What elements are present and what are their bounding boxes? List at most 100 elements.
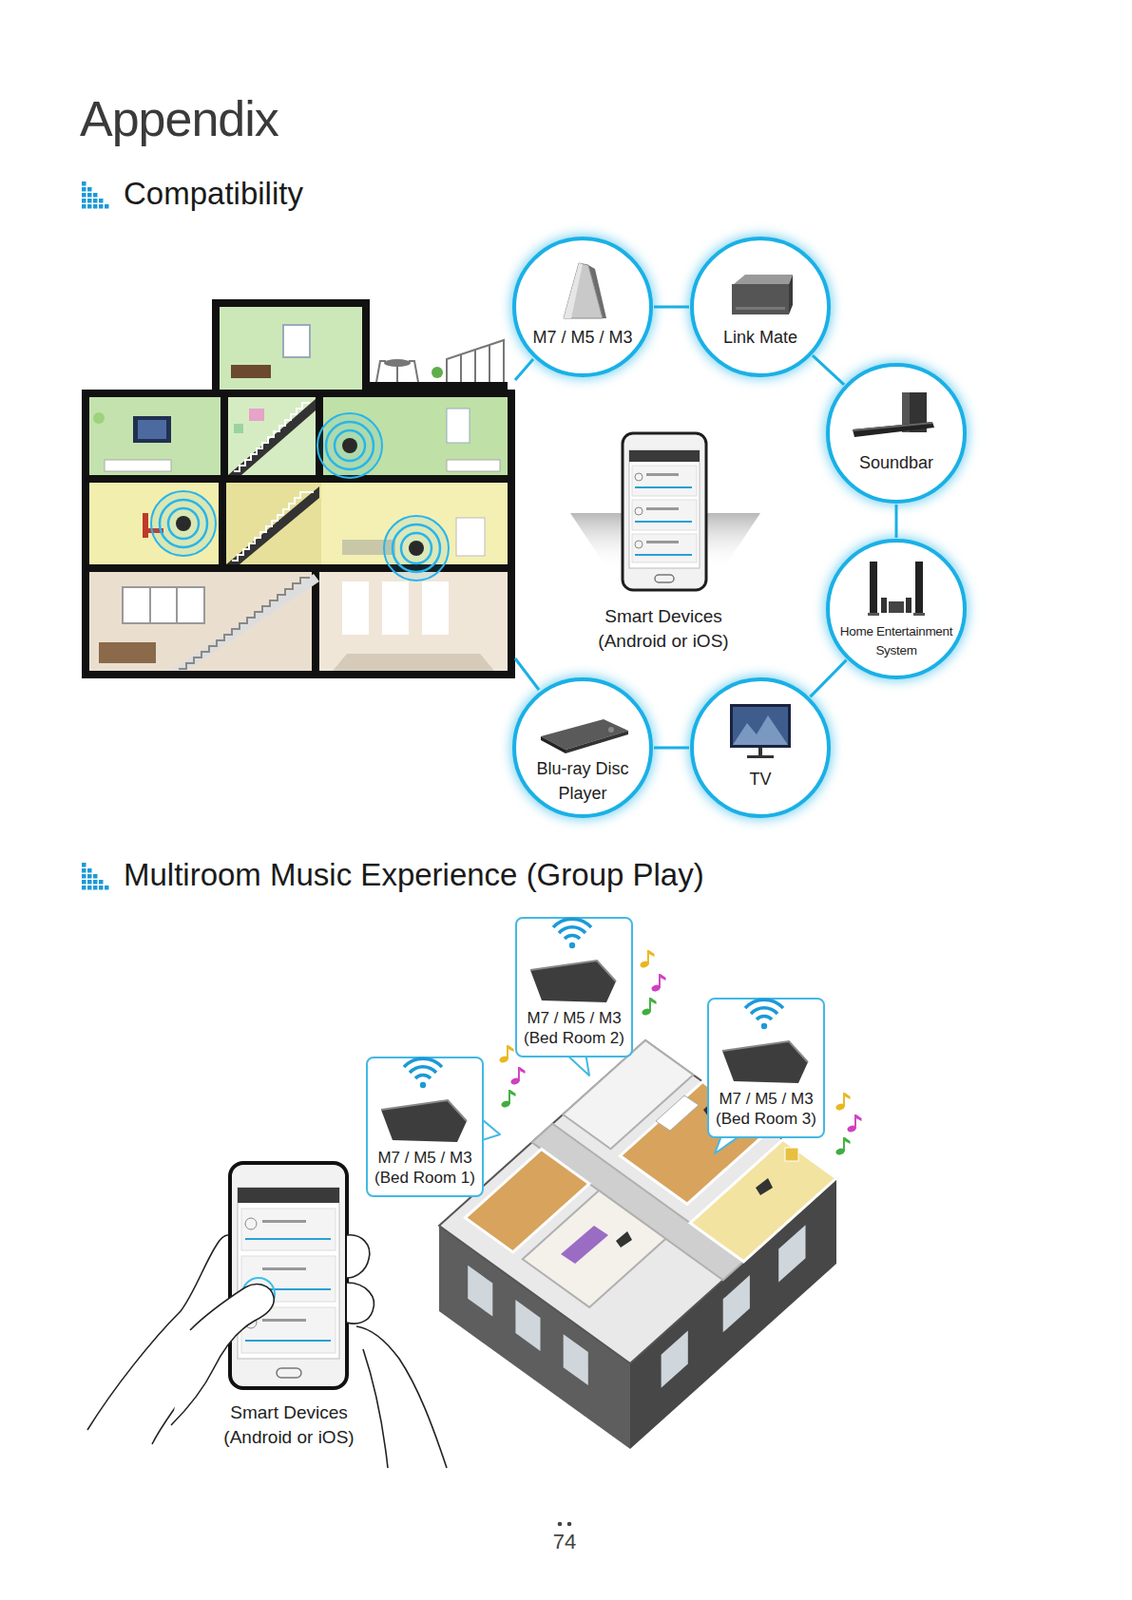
link-mate-icon — [731, 284, 789, 315]
apartment-illustration — [661, 1330, 689, 1388]
soundbar-icon — [852, 422, 933, 432]
apartment-illustration — [655, 1095, 699, 1132]
apartment-illustration — [515, 1300, 540, 1352]
hand-with-phone — [237, 1188, 340, 1360]
apartment-illustration — [467, 1266, 493, 1318]
house-illustration — [382, 581, 409, 635]
ring-connector — [653, 306, 690, 309]
speaker-wifi-icon — [722, 1041, 808, 1063]
central-smart-device — [570, 513, 761, 571]
central-smart-device — [629, 450, 700, 462]
apartment-illustration — [690, 1139, 837, 1262]
link-mate-icon — [735, 306, 786, 310]
tv-icon — [729, 704, 791, 749]
house-illustration — [231, 492, 314, 561]
hand-with-phone — [346, 1235, 370, 1279]
apartment-illustration — [563, 1334, 589, 1386]
speaker-wifi-icon — [420, 1082, 426, 1089]
house-illustration — [89, 397, 221, 476]
central-smart-device — [629, 450, 700, 569]
central-smart-device — [634, 486, 692, 489]
house-illustration — [137, 420, 167, 440]
house-illustration — [249, 408, 265, 422]
device-circle: Soundbar — [825, 363, 967, 504]
central-smart-device — [634, 507, 643, 516]
central-smart-device — [622, 433, 707, 591]
apartment-illustration — [723, 1275, 750, 1333]
apartment-illustration — [785, 1148, 799, 1162]
speaker-callout: M7 / M5 / M3 (Bed Room 1) — [365, 1056, 484, 1198]
speaker-wifi-icon — [530, 960, 616, 982]
house-illustration — [226, 482, 322, 565]
house-illustration — [488, 345, 491, 383]
house-illustration — [89, 482, 219, 565]
speaker-icon — [563, 263, 583, 319]
speaker-wifi-icon — [381, 1100, 467, 1143]
music-notes — [651, 974, 667, 994]
central-smart-device — [634, 540, 643, 549]
device-label: Smart Devices (Android or iOS) — [592, 604, 735, 654]
label-holder: Multiroom Music Experience (Group Play) — [123, 856, 705, 895]
hand-with-phone — [346, 1283, 374, 1324]
central-smart-device — [646, 473, 679, 477]
house-illustration — [460, 354, 462, 383]
house-illustration — [219, 306, 363, 390]
hand-with-phone — [356, 1326, 447, 1469]
house-illustration — [89, 572, 312, 672]
home-theater-icon — [905, 597, 912, 614]
central-smart-device — [570, 433, 761, 591]
central-smart-device — [634, 473, 643, 481]
title-holder: Appendix — [79, 90, 279, 148]
illustration — [81, 863, 110, 891]
ring-connector — [895, 504, 899, 538]
hand-with-phone — [87, 1163, 447, 1469]
apartment-illustration — [615, 1231, 633, 1248]
house-illustration — [211, 299, 370, 398]
music-notes — [835, 1093, 851, 1113]
apartment-illustration — [560, 1226, 609, 1265]
house-illustration — [319, 572, 508, 672]
speaker-wifi-icon — [381, 1100, 467, 1122]
node-text: M7 / M5 / M3 (Bed Room 1) — [371, 1148, 479, 1189]
house-illustration — [446, 408, 470, 443]
soundbar-icon — [852, 422, 935, 438]
label-holder: Smart Devices (Android or iOS) — [592, 604, 735, 654]
node-text: M7 / M5 / M3 (Bed Room 3) — [712, 1089, 820, 1130]
house-illustration — [81, 389, 516, 679]
speaker-wifi-icon — [745, 999, 784, 1009]
house-illustration — [149, 587, 152, 624]
house-illustration — [233, 423, 244, 434]
page-dots — [557, 1522, 573, 1528]
tv-icon — [758, 748, 763, 756]
ring-connector — [812, 355, 845, 385]
hand-with-phone — [262, 1319, 307, 1323]
hand-with-phone — [262, 1267, 307, 1271]
tv-icon — [732, 715, 788, 746]
tv-icon — [747, 755, 774, 759]
bluray-player-icon — [608, 727, 614, 733]
callout-pointers — [481, 1053, 744, 1154]
house-illustration — [93, 412, 105, 424]
home-theater-icon — [913, 613, 925, 616]
home-theater-icon — [869, 561, 878, 614]
speaker-wifi-icon — [515, 917, 634, 1009]
house-illustration — [332, 653, 495, 672]
hand-with-phone — [245, 1238, 331, 1241]
house-illustration — [142, 513, 149, 538]
hand-with-phone — [245, 1218, 257, 1230]
music-notes — [510, 1067, 526, 1087]
page-number: 74 — [536, 1530, 594, 1555]
label-holder: Compatibility — [123, 174, 304, 213]
home-theater-icon — [867, 613, 880, 616]
speaker-wifi-icon — [564, 936, 580, 940]
callout-pointers — [481, 1119, 500, 1141]
central-smart-device — [632, 465, 697, 497]
house-illustration — [98, 642, 156, 664]
hand-with-phone — [363, 1349, 388, 1469]
page-dots — [567, 1522, 573, 1528]
hand-with-phone — [241, 1208, 336, 1251]
speaker-wifi-icon — [409, 1067, 437, 1074]
house-illustration — [228, 397, 316, 476]
speaker-wifi-icon — [553, 919, 592, 928]
house-illustration — [446, 460, 500, 472]
